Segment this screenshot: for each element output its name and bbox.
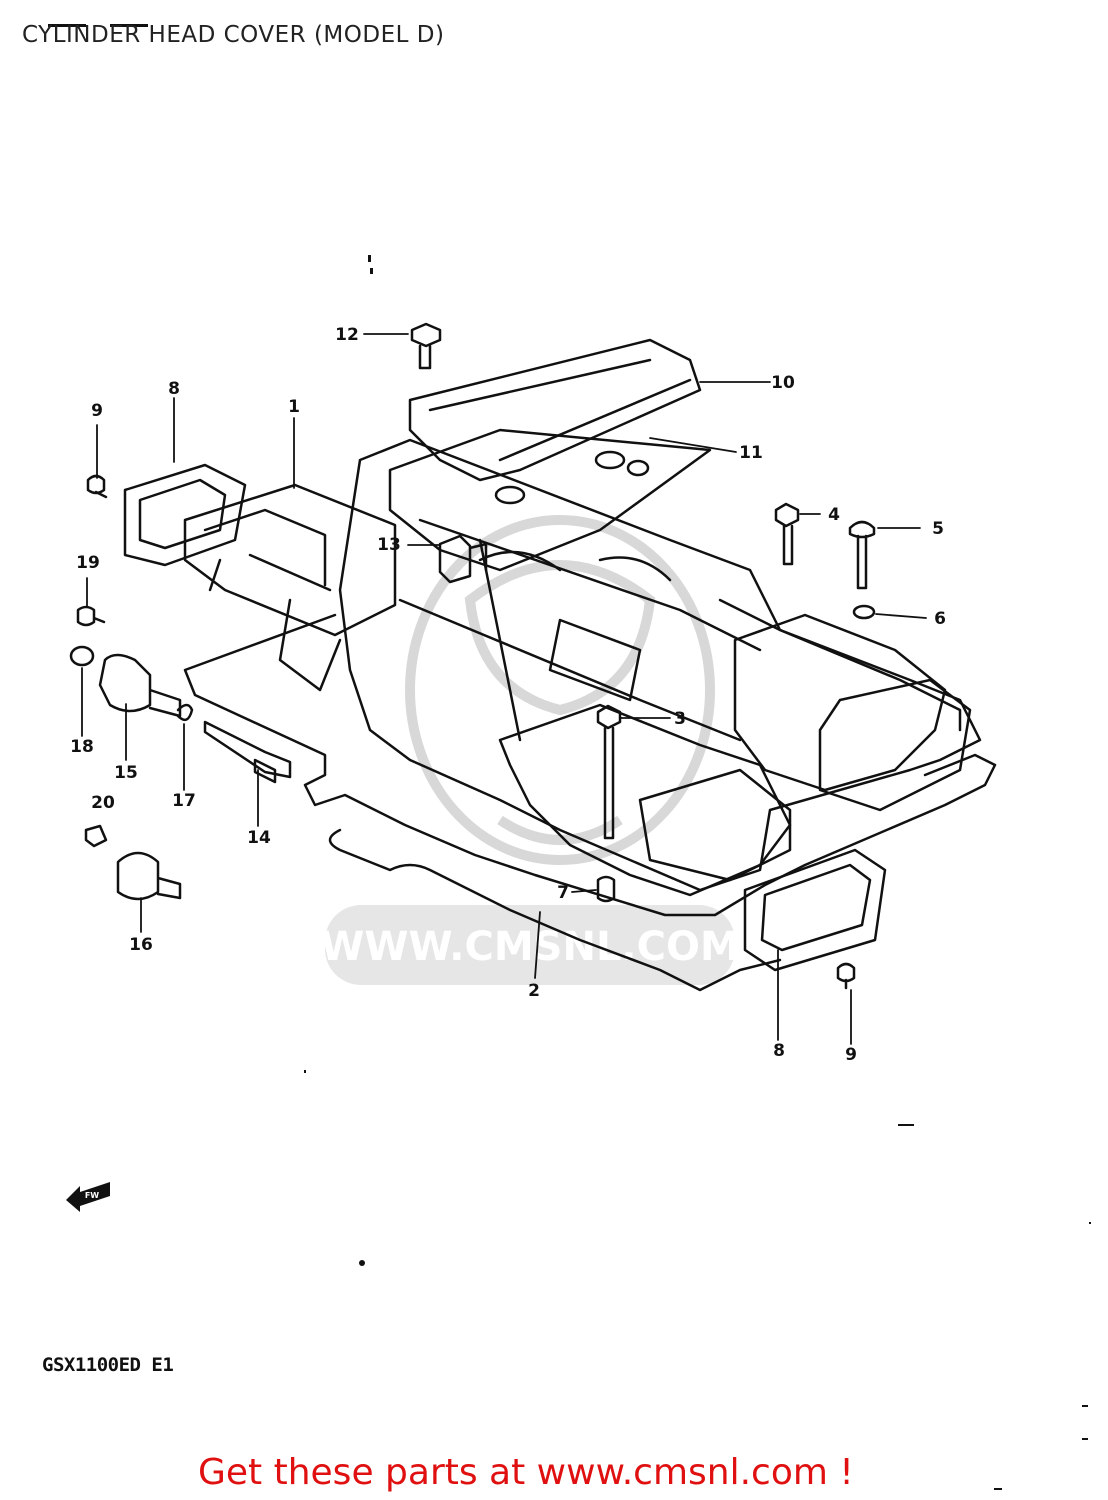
trail-dash <box>994 1488 1002 1490</box>
plug-15 <box>98 653 182 718</box>
page-title: CYLINDER HEAD COVER (MODEL D) <box>22 22 445 48</box>
left-cam-housing <box>183 483 397 637</box>
washer-18 <box>69 645 95 667</box>
breather-cover-plate-edge <box>428 358 692 462</box>
screw-9-left <box>86 474 108 499</box>
forward-arrow-icon: FW <box>66 1182 110 1212</box>
bolt-4 <box>774 502 800 566</box>
callout-5: 5 <box>932 519 944 539</box>
head-cover-gasket <box>183 613 997 992</box>
callout-3: 3 <box>674 709 686 729</box>
callout-8-right: 8 <box>773 1041 785 1061</box>
watermark-banner <box>325 905 735 985</box>
callout-7: 7 <box>557 883 569 903</box>
forward-arrow-label: FW <box>85 1191 99 1200</box>
right-cam-cap <box>818 678 972 812</box>
scan-marks <box>304 255 1091 1440</box>
head-cover-inner-rib <box>398 518 762 742</box>
callout-19: 19 <box>76 553 100 573</box>
header-dashes <box>48 12 172 31</box>
callout-20: 20 <box>91 793 115 813</box>
leader-lines <box>81 333 927 1045</box>
callout-16: 16 <box>129 935 153 955</box>
front-cam-cap <box>638 768 792 882</box>
gasket-hole-a <box>594 450 626 470</box>
screw-9-right <box>836 962 856 990</box>
bolt-12 <box>410 322 442 370</box>
gasket-hole-c <box>494 485 526 505</box>
callout-10: 10 <box>771 373 795 393</box>
callout-8-left: 8 <box>168 379 180 399</box>
bolt-5 <box>848 520 876 590</box>
callout-14: 14 <box>247 828 271 848</box>
callout-18: 18 <box>70 737 94 757</box>
breather-cover-plate <box>408 338 702 482</box>
model-code: GSX1100ED E1 <box>42 1354 174 1376</box>
end-cap-left-inner <box>138 478 227 550</box>
plug-16 <box>116 851 182 901</box>
callout-11: 11 <box>739 443 763 463</box>
cap-nut-19 <box>76 605 106 627</box>
get-parts-link[interactable]: Get these parts at www.cmsnl.com ! <box>198 1452 854 1493</box>
end-cap-right <box>743 848 887 972</box>
callout-15: 15 <box>114 763 138 783</box>
end-cap-left <box>123 463 247 567</box>
left-cam-housing-detail <box>203 508 332 592</box>
callout-9-left: 9 <box>91 401 103 421</box>
callout-9-right: 9 <box>845 1045 857 1065</box>
callout-12: 12 <box>335 325 359 345</box>
head-cover-body <box>338 438 982 892</box>
connector-13 <box>438 534 488 584</box>
right-cam-housing <box>733 613 947 792</box>
sensor-14 <box>203 720 292 784</box>
callout-13: 13 <box>377 535 401 555</box>
gasket-right-edge <box>718 598 962 732</box>
callout-1: 1 <box>288 397 300 417</box>
callout-17: 17 <box>172 791 196 811</box>
left-cam-housing-lower <box>278 598 342 692</box>
gasket-hole-b <box>626 459 650 477</box>
callout-4: 4 <box>828 505 840 525</box>
washer-6 <box>852 604 876 620</box>
callout-2: 2 <box>528 981 540 1001</box>
head-cover-ports <box>478 550 672 702</box>
breather-cover-gasket <box>388 428 712 572</box>
clip-20 <box>84 824 108 848</box>
bolt-3 <box>596 704 622 840</box>
watermark-text: WWW.CMSNL.COM <box>320 924 740 970</box>
dowel-7 <box>596 875 616 903</box>
end-cap-right-inner <box>760 863 872 952</box>
callout-6: 6 <box>934 609 946 629</box>
o-ring-17 <box>176 703 194 722</box>
